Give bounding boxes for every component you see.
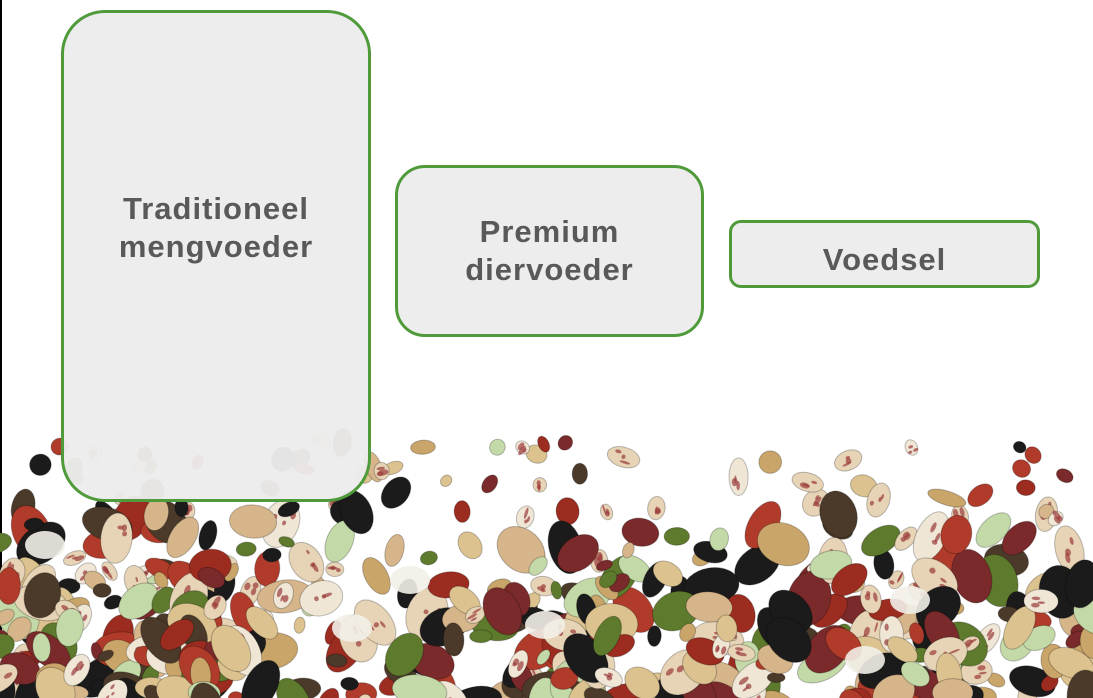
box-premium-diervoeder: Premium diervoeder [395,165,704,337]
box-voedsel: Voedsel [729,220,1040,288]
box-label-voedsel: Voedsel [822,242,947,277]
box-traditioneel-mengvoeder: Traditioneel mengvoeder [61,10,371,502]
slide-left-border [0,0,2,698]
box-label-premium: Premium diervoeder [465,214,634,287]
box-label-traditioneel: Traditioneel mengvoeder [118,191,314,264]
